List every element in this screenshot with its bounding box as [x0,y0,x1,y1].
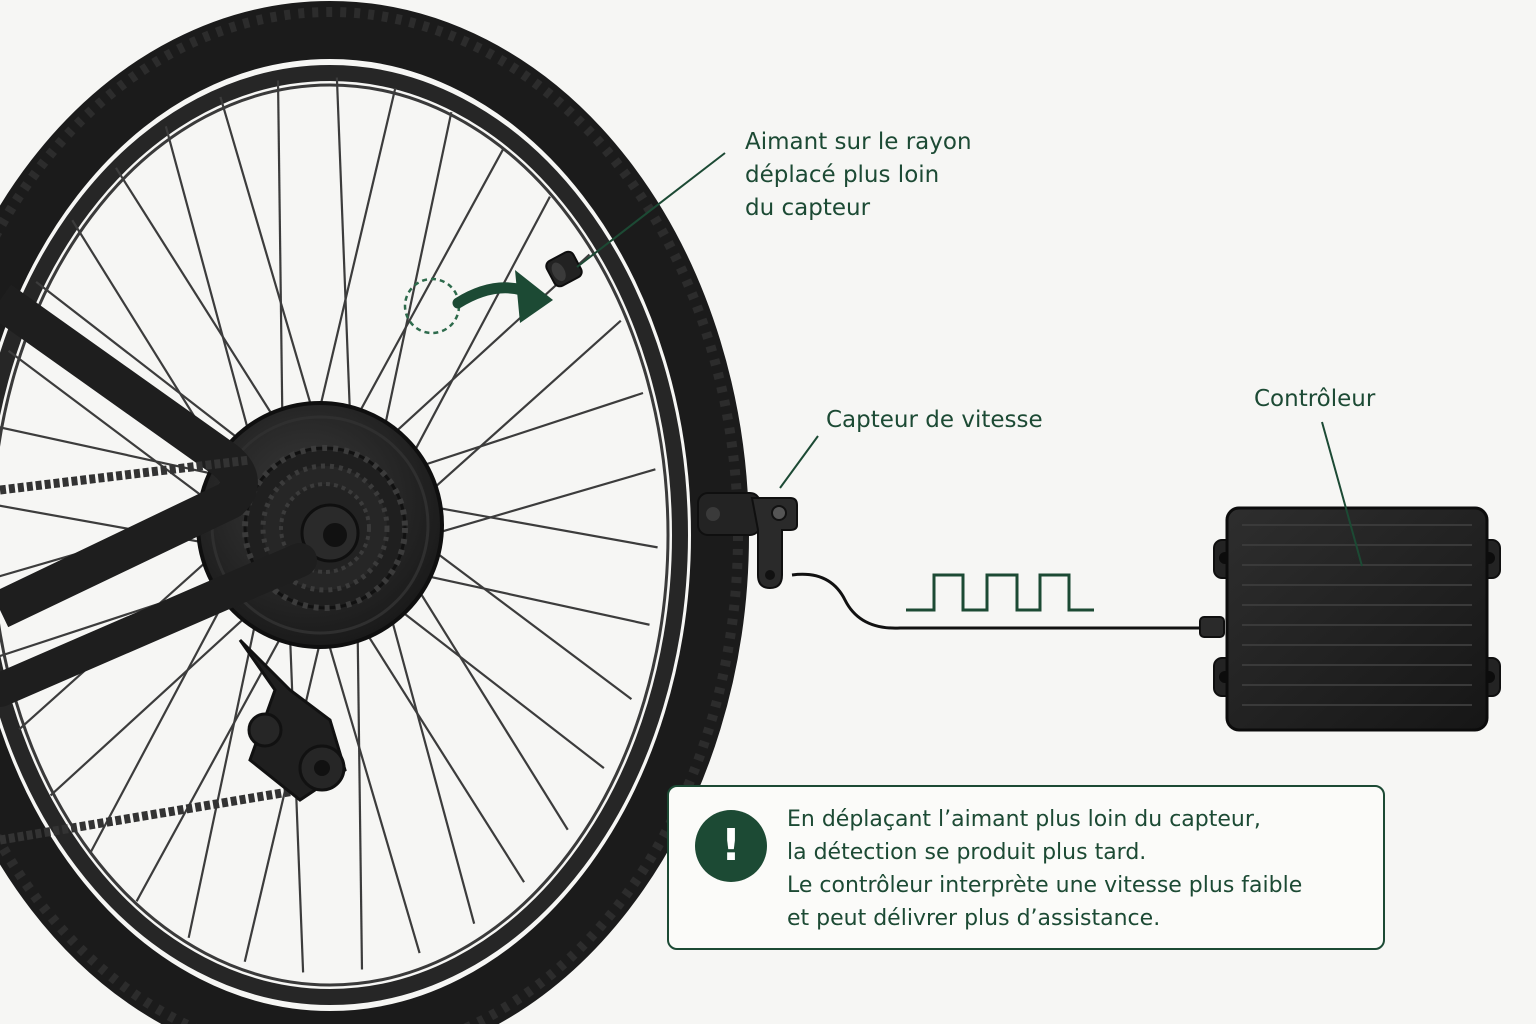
spoke [356,612,364,970]
rim [0,65,688,1005]
spoke [49,600,264,797]
pulse-signal-icon [906,573,1094,612]
frame-chain-stay [0,543,317,707]
spoke [115,167,287,437]
spoke [381,595,605,769]
spoke [35,281,259,455]
previous-magnet-position [403,277,461,335]
info-box: ! En déplaçant l’aimant plus loin du cap… [667,785,1385,950]
spoke [376,253,591,450]
spoke [383,593,476,924]
info-text-line: En déplaçant l’aimant plus loin du capte… [787,807,1261,832]
info-text-line: et peut délivrer plus d’assistance. [787,906,1161,931]
spoke [0,426,238,481]
info-text-line: la détection se produit plus tard. [787,840,1147,865]
magnet-label: Aimant sur le rayon déplacé plus loin du… [745,126,972,225]
spoke [320,619,421,954]
exclamation-icon: ! [695,810,767,882]
spoke [7,350,227,515]
spoke [399,391,644,475]
controller-box [1199,506,1501,732]
spoke [412,502,658,549]
speed-sensor [697,492,798,590]
spoke [187,598,262,939]
magnet-label-line: du capteur [745,195,871,221]
spoke [353,613,525,883]
rim-inner [0,83,670,987]
info-text-line: Le contrôleur interprète une vitesse plu… [787,873,1303,898]
spoke [378,111,453,452]
spoke [135,615,294,902]
magnet-move-arrow [452,270,553,323]
spoke [413,535,633,700]
controller-label: Contrôleur [1254,386,1376,412]
spoke [164,126,257,457]
leader-line-magnet [576,152,726,268]
spoke [89,573,240,854]
bicycle-wheel [0,1,749,1024]
info-text: En déplaçant l’aimant plus loin du capte… [787,803,1302,935]
spoke [346,148,505,435]
spoke [276,80,284,438]
spoke [313,87,397,431]
derailleur [238,638,347,802]
chain [0,455,301,845]
sensor-label: Capteur de vitesse [826,407,1043,433]
spoke-magnet [545,250,583,288]
sensor-cable [791,572,1200,630]
leader-line-sensor [779,435,819,489]
spoke [219,96,320,431]
spoke [403,567,569,831]
leader-line-controller [1321,421,1363,567]
magnet-label-line: déplacé plus loin [745,162,940,188]
spoke [412,319,622,508]
spoke [335,77,352,436]
spoke [402,569,650,626]
spoke [413,468,656,541]
magnet-label-line: Aimant sur le rayon [745,129,972,155]
spoke [400,196,551,477]
